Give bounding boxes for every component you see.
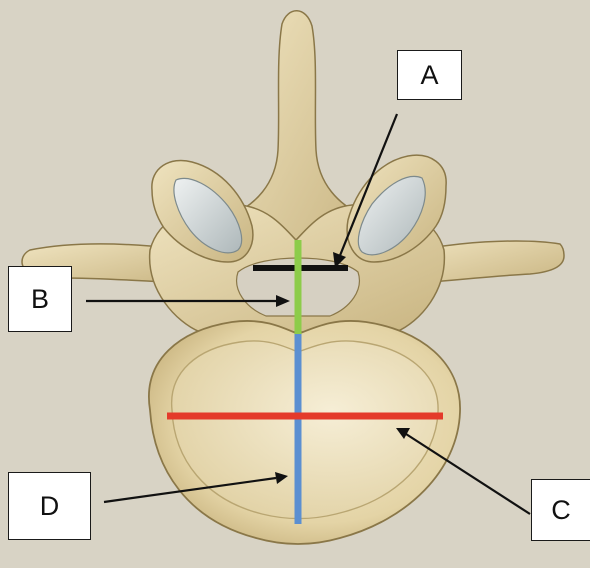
label-a-box: A: [397, 50, 462, 100]
label-c-box: C: [531, 479, 590, 541]
label-d-box: D: [8, 472, 91, 540]
label-b-box: B: [8, 266, 72, 332]
